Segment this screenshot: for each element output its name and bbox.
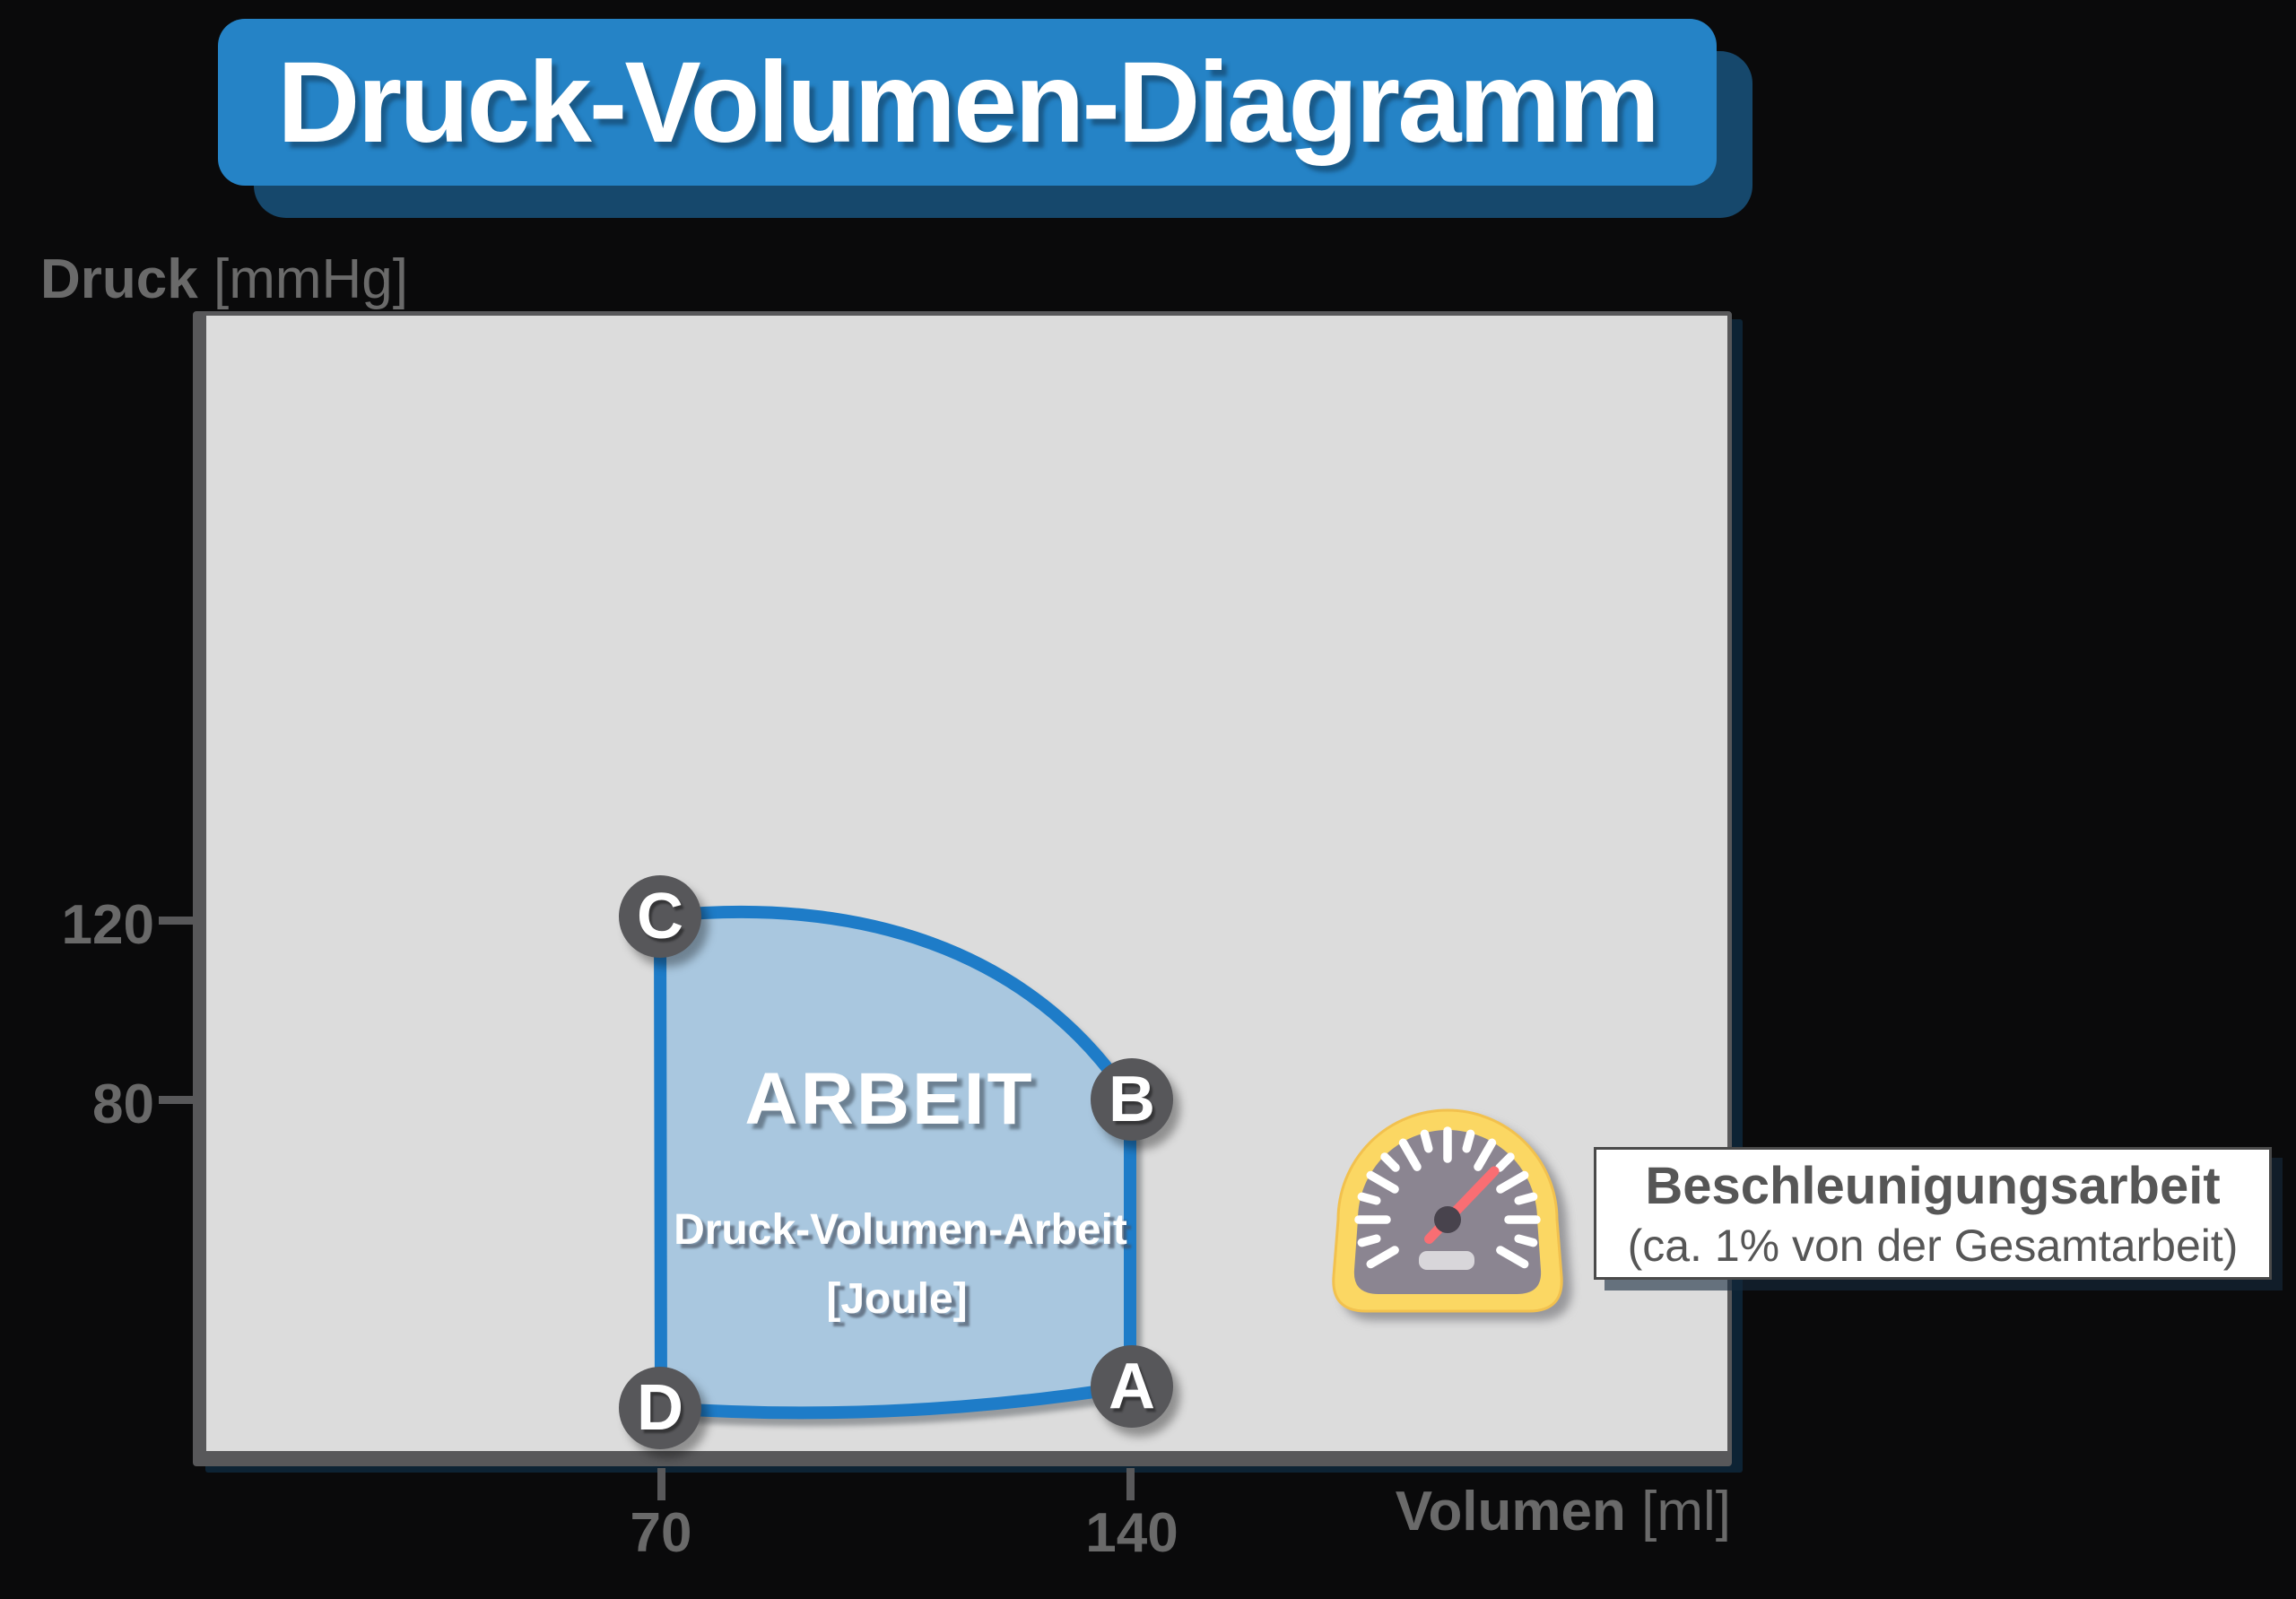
y-tick-label-80: 80 [92, 1073, 154, 1135]
x-axis-label: Volumen [ml] [1292, 1480, 1731, 1543]
loop-point-b: B [1091, 1058, 1173, 1141]
callout-title: Beschleunigungsarbeit [1645, 1156, 2221, 1215]
speedometer-tick-marks [1354, 1126, 1541, 1269]
x-axis-unit: [ml] [1641, 1481, 1731, 1543]
speedometer-odometer-window [1419, 1251, 1474, 1270]
x-tick-mark-140 [1126, 1468, 1135, 1500]
y-tick-mark-120 [159, 917, 194, 925]
y-tick-label-120: 120 [61, 894, 154, 956]
x-axis-label-text: Volumen [1395, 1481, 1626, 1543]
x-tick-mark-70 [657, 1468, 665, 1500]
loop-point-a: A [1091, 1345, 1173, 1428]
y-axis-unit: [mmHg] [213, 248, 408, 310]
x-tick-label-70: 70 [630, 1502, 692, 1564]
loop-point-c: C [619, 875, 701, 958]
y-tick-mark-80 [159, 1096, 194, 1104]
speedometer-hub [1434, 1206, 1461, 1233]
loop-area-title: ARBEIT [744, 1058, 1035, 1140]
loop-area-subtitle: Druck-Volumen-Arbeit [674, 1206, 1127, 1254]
title-banner: Druck-Volumen-Diagramm [218, 19, 1717, 186]
loop-point-d: D [619, 1367, 701, 1449]
page-title: Druck-Volumen-Diagramm [276, 38, 1660, 167]
y-axis-label: Druck [mmHg] [40, 248, 408, 311]
acceleration-work-callout: Beschleunigungsarbeit (ca. 1% von der Ge… [1594, 1147, 2272, 1280]
callout-subtitle: (ca. 1% von der Gesamtarbeit) [1627, 1220, 2239, 1271]
speedometer-icon [1332, 1108, 1563, 1313]
x-tick-label-140: 140 [1085, 1502, 1178, 1564]
loop-area-unit: [Joule] [826, 1275, 968, 1323]
y-axis-label-text: Druck [40, 248, 198, 310]
